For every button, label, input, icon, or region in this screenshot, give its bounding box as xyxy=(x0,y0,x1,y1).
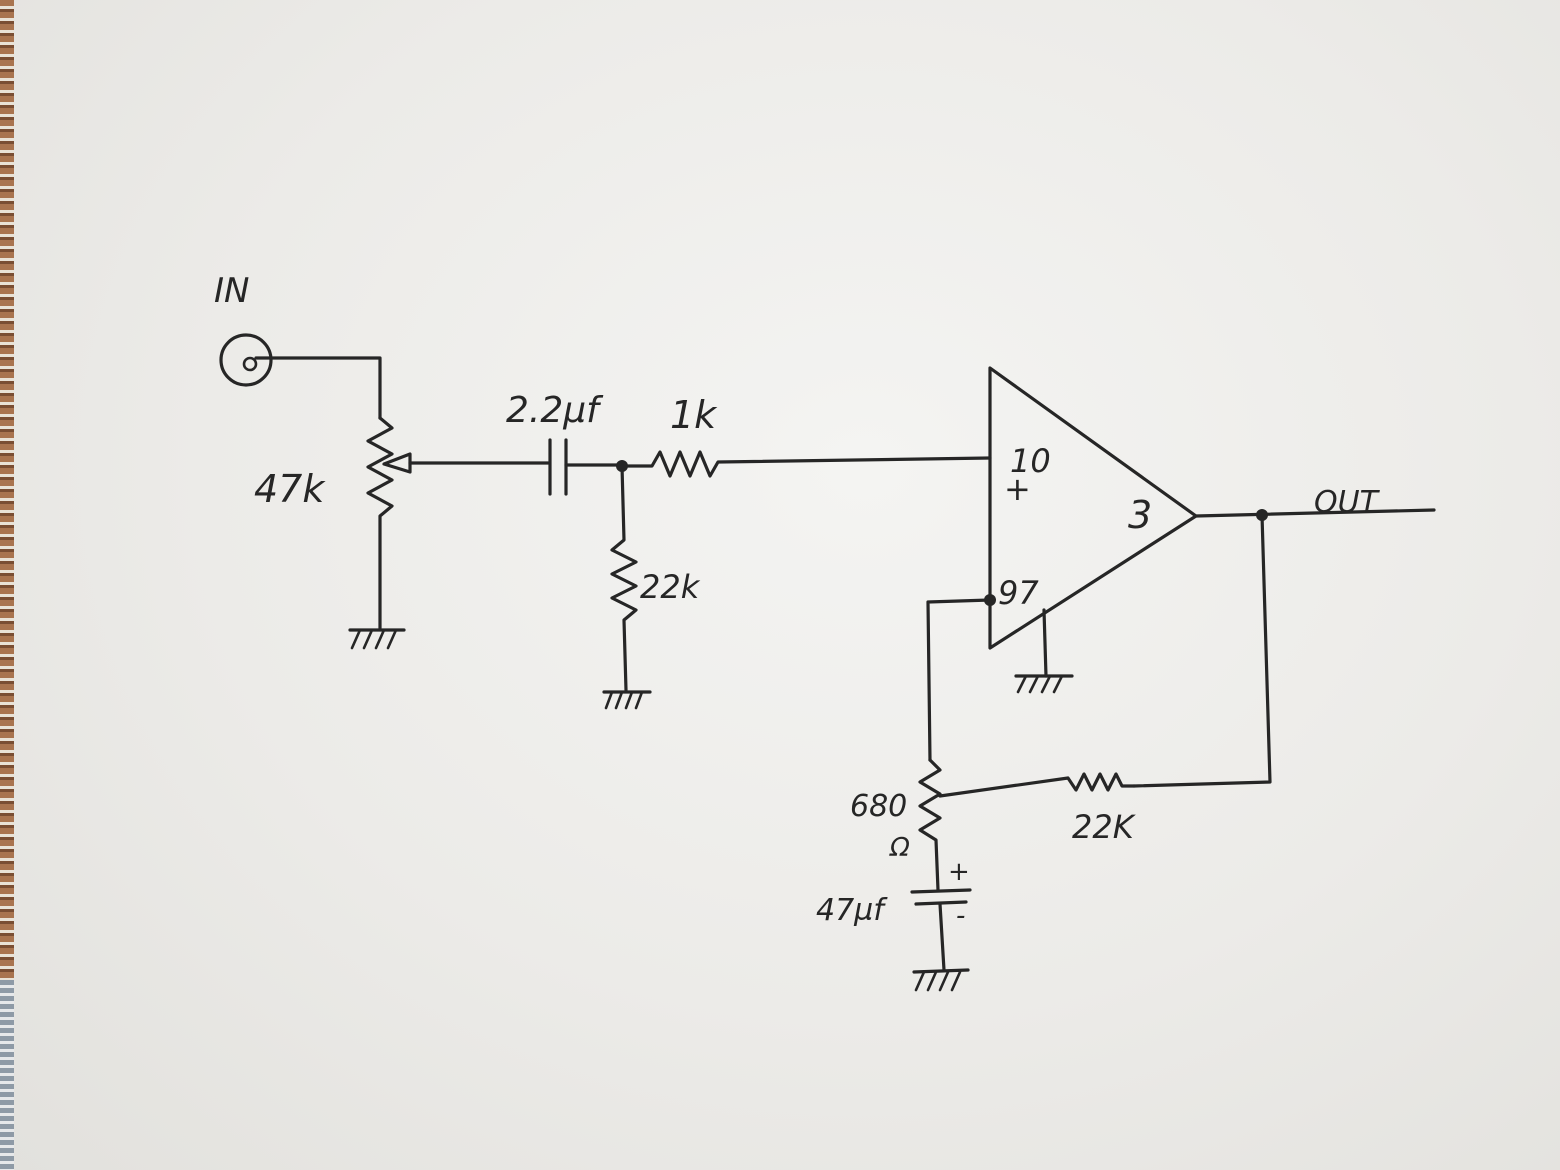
wire-output xyxy=(1194,508,1436,518)
pot-47k-body xyxy=(366,416,394,630)
background-fabric xyxy=(0,0,16,1170)
resistor-22k-feedback xyxy=(938,772,1136,798)
wire-input xyxy=(254,356,382,420)
label-cap-47u: 47µf xyxy=(816,893,888,928)
label-plus-sign: + xyxy=(1004,470,1031,508)
ground-symbol-pot-icon xyxy=(348,628,406,650)
label-res-22k-feedback: 22K xyxy=(1072,808,1137,846)
resistor-1k xyxy=(620,450,992,478)
paper-sheet xyxy=(14,0,1560,1170)
background-fabric-lower xyxy=(0,980,16,1170)
wire-cap-ground xyxy=(938,902,946,972)
wire-inverting-input xyxy=(926,598,992,762)
resistor-22k-shunt xyxy=(610,464,638,692)
ground-symbol-shunt-icon xyxy=(602,690,652,710)
label-cap-2u2: 2.2µf xyxy=(506,390,604,431)
label-ohm: Ω xyxy=(889,833,910,863)
label-output: OUT xyxy=(1314,485,1381,520)
input-jack-icon xyxy=(219,333,273,387)
label-cap-plus: + xyxy=(948,857,970,887)
resistor-680 xyxy=(918,758,942,892)
label-pin-inverting: 97 xyxy=(998,574,1039,612)
label-pot-47k: 47k xyxy=(254,467,326,511)
label-pin-output: 3 xyxy=(1128,493,1152,537)
label-res-22k-shunt: 22k xyxy=(640,568,701,606)
wire-opamp-ground xyxy=(1042,608,1048,678)
label-res-680: 680 xyxy=(850,789,907,824)
label-cap-minus: - xyxy=(956,901,965,931)
label-res-1k: 1k xyxy=(670,393,718,437)
op-amp-triangle xyxy=(988,366,1198,650)
label-input: IN xyxy=(214,271,249,311)
label-pin-noninverting: 10 xyxy=(1010,442,1051,480)
ground-symbol-cap-icon xyxy=(912,968,970,992)
ground-symbol-opamp-icon xyxy=(1014,674,1074,694)
wire-feedback-return xyxy=(1132,513,1272,788)
capacitor-2u2-icon xyxy=(548,438,568,496)
